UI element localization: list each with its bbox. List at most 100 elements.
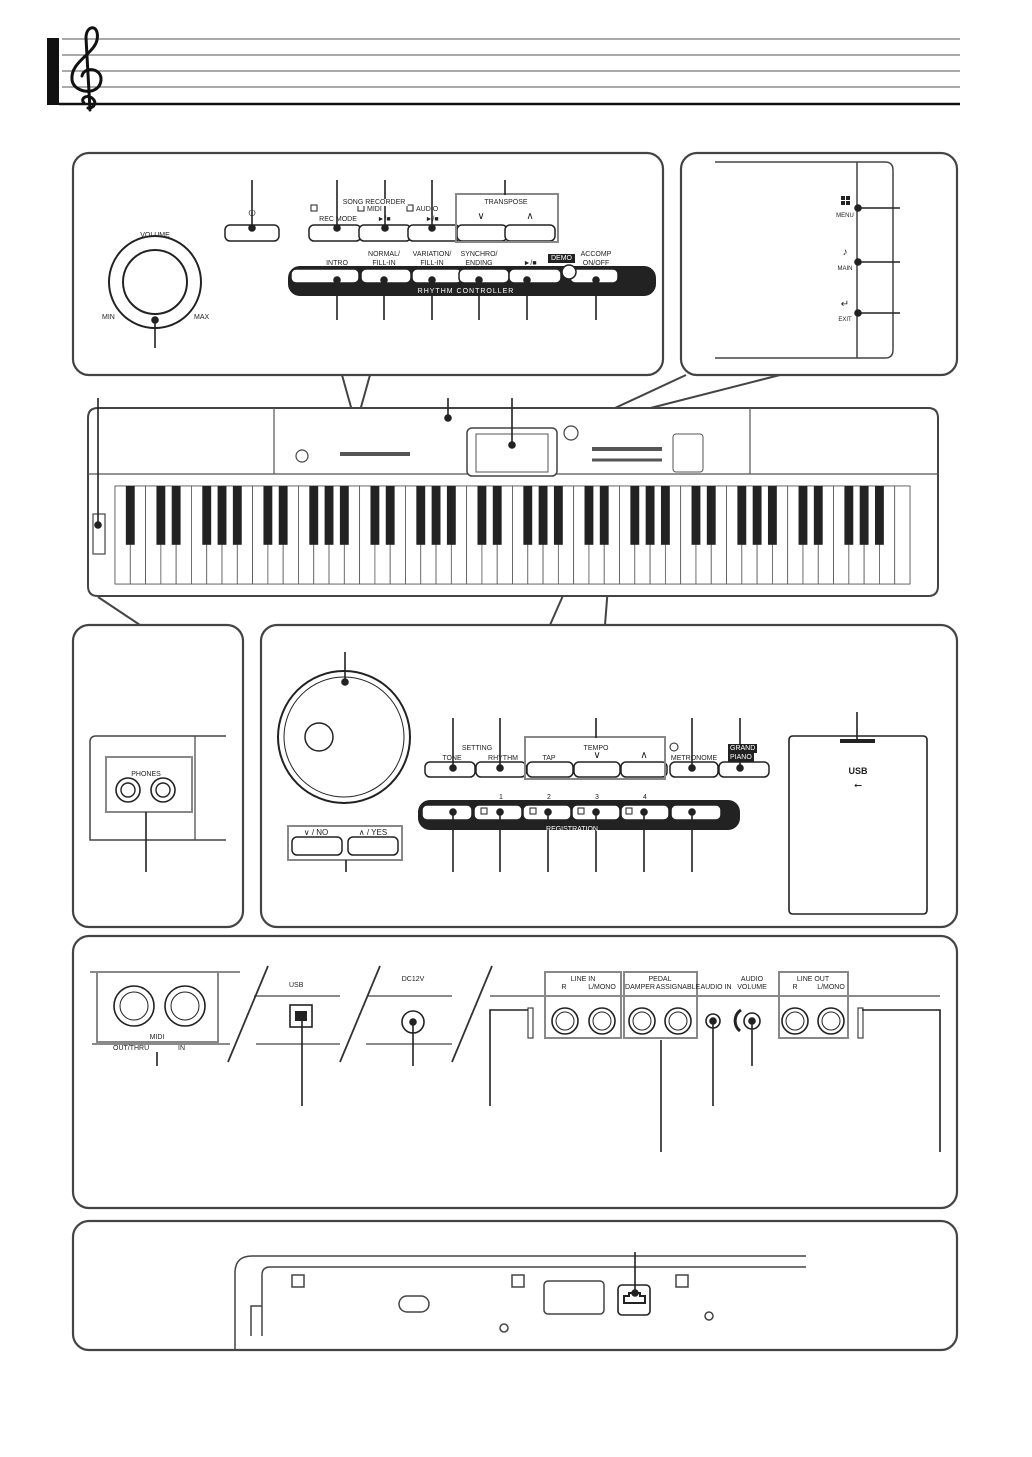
black-key[interactable] — [691, 486, 701, 545]
black-key[interactable] — [385, 486, 395, 545]
synchro-label-2: ENDING — [465, 260, 493, 267]
black-key[interactable] — [553, 486, 563, 545]
black-key[interactable] — [660, 486, 670, 545]
black-key[interactable] — [232, 486, 242, 545]
yes-button[interactable] — [347, 836, 399, 856]
transpose-up-button[interactable] — [504, 224, 556, 242]
black-key[interactable] — [171, 486, 181, 545]
usb-drive-port[interactable] — [788, 735, 928, 915]
line-out-l-label: L/MONO — [817, 984, 845, 991]
rhythm-controller-label: RHYTHM CONTROLLER — [417, 288, 515, 295]
reg-1-label: 1 — [499, 794, 503, 801]
note-icon: ♪ — [842, 247, 848, 258]
black-key[interactable] — [584, 486, 594, 545]
line-in-frame — [544, 971, 622, 1039]
usb-label: USB — [848, 766, 868, 776]
variation-label-2: FILL-IN — [420, 260, 444, 267]
main-label: MAIN — [837, 266, 853, 272]
black-key[interactable] — [125, 486, 135, 545]
bottom-port-icon[interactable] — [623, 1292, 646, 1304]
black-key[interactable] — [737, 486, 747, 545]
black-key[interactable] — [309, 486, 319, 545]
black-key[interactable] — [324, 486, 334, 545]
black-key[interactable] — [523, 486, 533, 545]
bank-label: BANK — [443, 794, 463, 801]
black-key[interactable] — [217, 486, 227, 545]
grand-piano-button[interactable] — [718, 761, 770, 778]
black-key[interactable] — [202, 486, 212, 545]
store-button[interactable] — [670, 804, 722, 821]
variation-fill-in-button[interactable] — [411, 268, 463, 284]
black-key[interactable] — [599, 486, 609, 545]
black-key[interactable] — [477, 486, 487, 545]
transpose-down-label: ∨ — [477, 211, 485, 222]
black-key[interactable] — [874, 486, 884, 545]
volume-max-label: MAX — [194, 314, 210, 321]
phones-jack-2[interactable] — [150, 777, 176, 803]
reg-4-label: 4 — [643, 794, 647, 801]
panel-rear — [71, 934, 959, 1210]
intro-button[interactable] — [290, 268, 360, 284]
transpose-down-button[interactable] — [456, 224, 508, 242]
out-thru-label: OUT/THRU — [113, 1045, 150, 1052]
midi-frame — [96, 971, 219, 1043]
tap-button[interactable] — [526, 761, 574, 778]
demo-indicator-ring — [561, 264, 577, 280]
menu-label: MENU — [836, 213, 854, 219]
tempo-up-label: ∧ — [640, 750, 648, 761]
transpose-label: TRANSPOSE — [482, 199, 530, 206]
black-key[interactable] — [278, 486, 288, 545]
black-key[interactable] — [370, 486, 380, 545]
black-key[interactable] — [156, 486, 166, 545]
midi-in-port[interactable] — [164, 985, 206, 1027]
exit-label: EXIT — [838, 317, 852, 323]
normal-label-2: FILL-IN — [372, 260, 396, 267]
rec-mode-indicator — [310, 204, 318, 212]
start-stop-button[interactable] — [508, 268, 562, 284]
bank-button[interactable] — [421, 804, 473, 821]
line-out-frame — [778, 971, 849, 1039]
line-out-label: LINE OUT — [794, 976, 832, 983]
tempo-frame — [524, 736, 666, 780]
line-in-label: LINE IN — [568, 976, 598, 983]
phones-frame — [105, 756, 193, 813]
no-button[interactable] — [291, 836, 343, 856]
audio-play-stop-label: ►/■ — [425, 216, 439, 223]
black-key[interactable] — [416, 486, 426, 545]
black-key[interactable] — [630, 486, 640, 545]
synchro-ending-button[interactable] — [458, 268, 510, 284]
pedal-label: PEDAL — [646, 976, 674, 983]
black-key[interactable] — [538, 486, 548, 545]
tap-label: TAP — [542, 755, 556, 762]
black-key[interactable] — [752, 486, 762, 545]
black-key[interactable] — [706, 486, 716, 545]
accomp-label-2: ON/OFF — [582, 260, 610, 267]
dial[interactable] — [277, 670, 411, 804]
accomp-label-1: ACCOMP — [580, 251, 612, 258]
volume-label: VOLUME — [140, 232, 170, 239]
phones-jack-1[interactable] — [115, 777, 141, 803]
reg-2-label: 2 — [547, 794, 551, 801]
black-key[interactable] — [431, 486, 441, 545]
black-key[interactable] — [645, 486, 655, 545]
damper-label: DAMPER — [625, 984, 655, 991]
tempo-up-button[interactable] — [620, 761, 668, 778]
black-key[interactable] — [492, 486, 502, 545]
power-label: ⏻ — [248, 208, 256, 218]
black-key[interactable] — [813, 486, 823, 545]
audio-volume-label-2: VOLUME — [737, 984, 767, 991]
black-key[interactable] — [859, 486, 869, 545]
black-key[interactable] — [844, 486, 854, 545]
black-key[interactable] — [263, 486, 273, 545]
tempo-down-button[interactable] — [573, 761, 621, 778]
phones-label: PHONES — [131, 771, 161, 778]
midi-out-thru-port[interactable] — [113, 985, 155, 1027]
midi-in-label: IN — [178, 1045, 185, 1052]
black-key[interactable] — [339, 486, 349, 545]
white-key[interactable] — [894, 485, 911, 585]
black-key[interactable] — [767, 486, 777, 545]
panel-bottom — [71, 1219, 959, 1352]
rec-mode-label: REC MODE — [319, 216, 357, 223]
black-key[interactable] — [446, 486, 456, 545]
black-key[interactable] — [798, 486, 808, 545]
